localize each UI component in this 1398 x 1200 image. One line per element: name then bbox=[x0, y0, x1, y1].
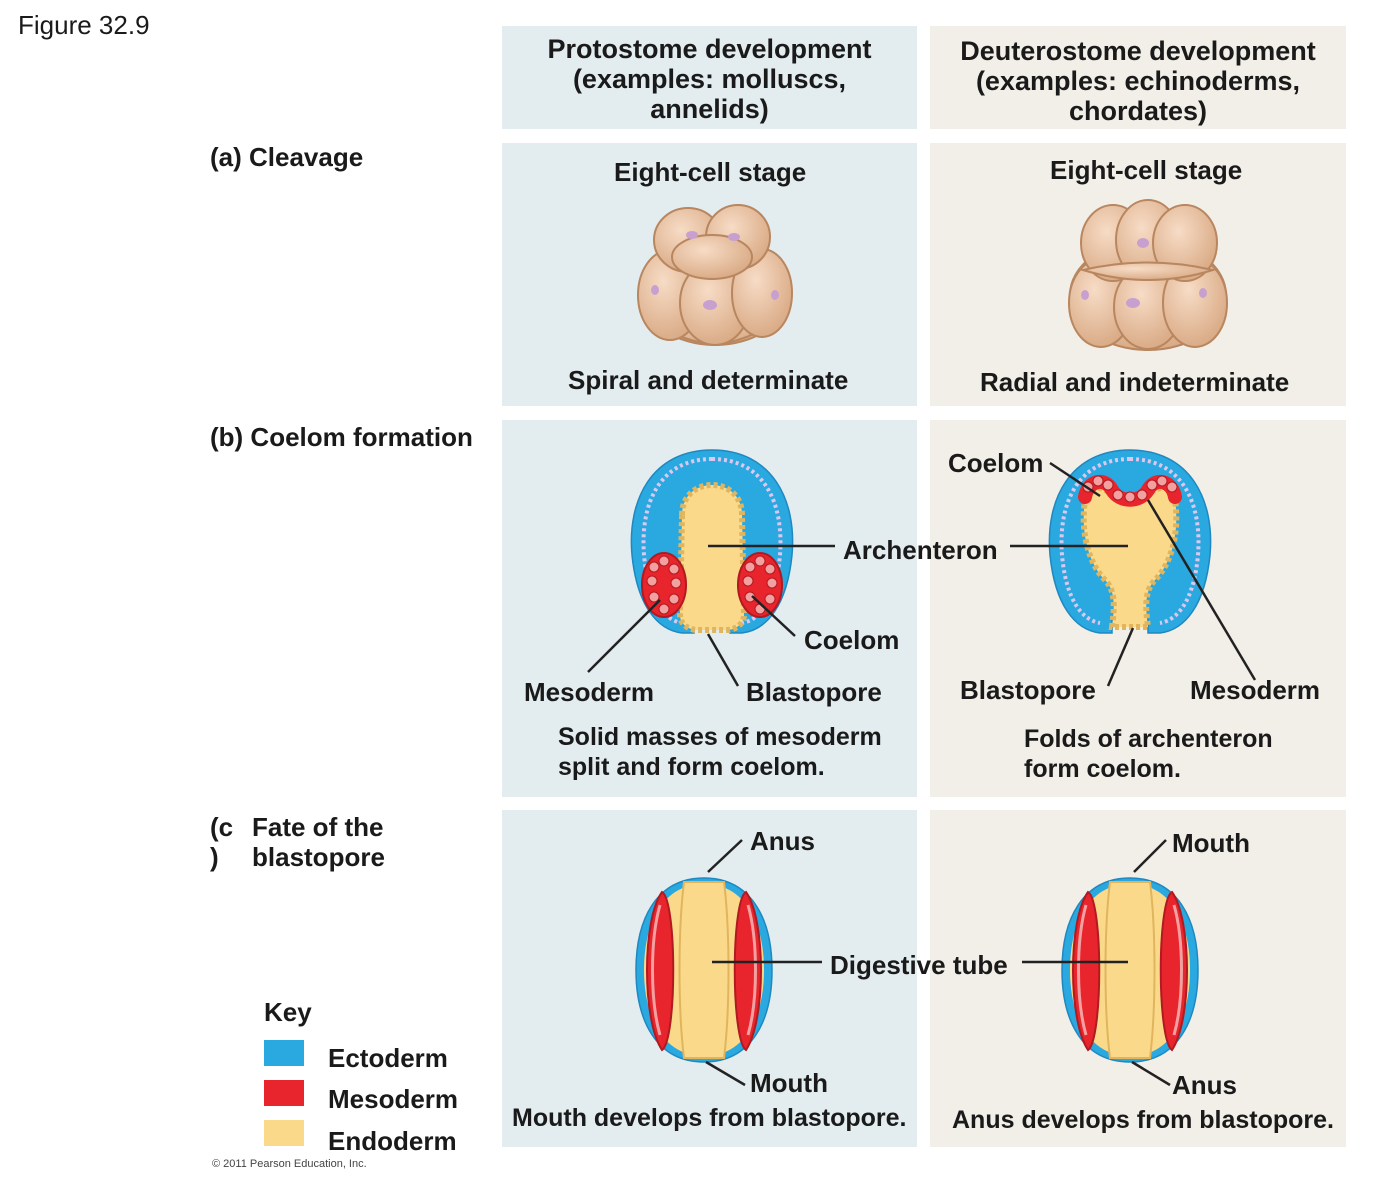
protostome-anus-label: Anus bbox=[750, 826, 815, 856]
ectoderm-swatch bbox=[264, 1040, 304, 1066]
deuterostome-coelom-caption-line1: Folds of archenteron bbox=[1024, 725, 1273, 753]
deuterostome-blastopore-label: Blastopore bbox=[960, 675, 1096, 705]
row-label-c-paren: ) bbox=[210, 842, 219, 872]
deuterostome-blastopore-caption: Anus develops from blastopore. bbox=[952, 1106, 1335, 1134]
deuterostome-digestive-tube bbox=[1061, 877, 1199, 1063]
protostome-digestive-tube bbox=[635, 877, 773, 1063]
figure-title: Figure 32.9 bbox=[18, 10, 150, 40]
deuterostome-header-line2: (examples: echinoderms, bbox=[975, 66, 1301, 96]
deuterostome-header-line1: Deuterostome development bbox=[960, 36, 1316, 66]
deuterostome-header-panel bbox=[930, 26, 1346, 129]
protostome-header-panel bbox=[502, 26, 917, 129]
protostome-mouth-label: Mouth bbox=[750, 1068, 828, 1098]
protostome-header-line3: annelids) bbox=[650, 94, 769, 124]
protostome-coelom-embryo bbox=[630, 449, 794, 634]
deuterostome-mesoderm-label: Mesoderm bbox=[1190, 675, 1321, 705]
deuterostome-coelom-caption-line2: form coelom. bbox=[1024, 755, 1181, 783]
row-label-fate-line2: blastopore bbox=[252, 842, 385, 872]
archenteron-label: Archenteron bbox=[843, 535, 998, 565]
digestive-tube-label: Digestive tube bbox=[830, 950, 1008, 980]
row-label-fate-line1: Fate of the bbox=[252, 812, 384, 842]
deuterostome-anus-label: Anus bbox=[1172, 1070, 1237, 1100]
protostome-coelom-caption-line2: split and form coelom. bbox=[558, 753, 825, 781]
row-label-fate-of-blastopore: Fate of the blastopore bbox=[252, 812, 385, 872]
deuterostome-coelom-embryo bbox=[1048, 449, 1212, 634]
protostome-mesoderm-label: Mesoderm bbox=[524, 677, 655, 707]
endoderm-key-label: Endoderm bbox=[328, 1126, 457, 1156]
deuterostome-cleavage-caption: Radial and indeterminate bbox=[980, 367, 1290, 397]
deuterostome-coelom-label: Coelom bbox=[948, 448, 1044, 478]
protostome-header: Protostome development (examples: mollus… bbox=[502, 34, 917, 124]
protostome-coelom-caption-line1: Solid masses of mesoderm bbox=[558, 723, 882, 751]
deuterostome-coelom-caption: Folds of archenteron form coelom. bbox=[1024, 724, 1273, 784]
protostome-header-line1: Protostome development bbox=[547, 34, 872, 64]
radial-cleavage-embryo bbox=[1068, 199, 1228, 351]
mesoderm-swatch bbox=[264, 1080, 304, 1106]
deuterostome-mouth-label: Mouth bbox=[1172, 828, 1250, 858]
copyright-notice: © 2011 Pearson Education, Inc. bbox=[212, 1158, 367, 1170]
protostome-blastopore-caption: Mouth develops from blastopore. bbox=[512, 1104, 907, 1132]
deuterostome-header-line3: chordates) bbox=[1068, 96, 1208, 126]
row-label-c-prefix: (c bbox=[210, 812, 234, 842]
protostome-coelom-caption: Solid masses of mesoderm split and form … bbox=[558, 722, 882, 782]
mesoderm-key-label: Mesoderm bbox=[328, 1084, 459, 1114]
row-label-coelom-formation: (b) Coelom formation bbox=[210, 422, 473, 452]
protostome-blastopore-label: Blastopore bbox=[746, 677, 882, 707]
key-title: Key bbox=[264, 997, 312, 1027]
protostome-coelom-label: Coelom bbox=[804, 625, 900, 655]
protostome-cleavage-caption: Spiral and determinate bbox=[568, 365, 849, 395]
protostome-header-line2: (examples: molluscs, bbox=[572, 64, 847, 94]
deuterostome-header: Deuterostome development (examples: echi… bbox=[930, 36, 1346, 126]
deuterostome-eight-cell-label: Eight-cell stage bbox=[1050, 155, 1243, 185]
spiral-cleavage-embryo bbox=[637, 204, 793, 347]
ectoderm-key-label: Ectoderm bbox=[328, 1043, 448, 1073]
row-label-cleavage: (a) Cleavage bbox=[210, 142, 364, 172]
endoderm-swatch bbox=[264, 1120, 304, 1146]
protostome-eight-cell-label: Eight-cell stage bbox=[614, 157, 807, 187]
